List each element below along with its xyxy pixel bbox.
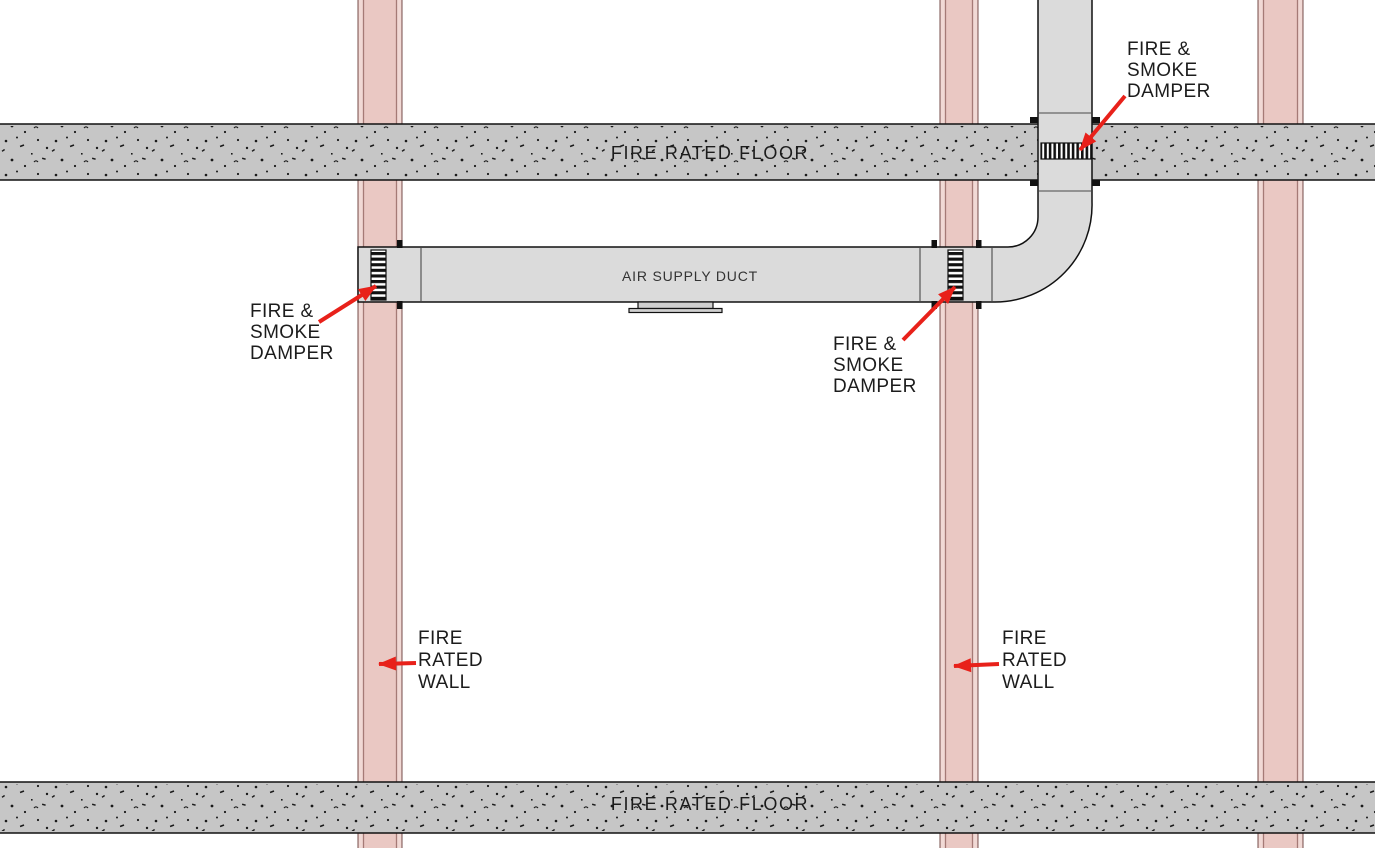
floor-speckle-texture (0, 784, 1375, 831)
label-line: FIRE & (250, 301, 314, 322)
label-line: SMOKE (833, 355, 904, 376)
fire-smoke-dampers (370, 142, 1092, 301)
leader-arrow-wall-left (378, 656, 417, 671)
duct-outlet-plate (628, 307, 723, 314)
wall-edge-strip (972, 0, 977, 848)
label-line: FIRE (418, 628, 463, 649)
label-line: FIRE & (1127, 39, 1191, 60)
label-line: FIRE & (833, 334, 897, 355)
duct-flange-tab (1092, 117, 1100, 123)
label-line: DAMPER (250, 343, 334, 364)
duct-outlet-stub (637, 301, 714, 310)
duct-flange-tab (1030, 117, 1038, 123)
air-supply-duct-label: AIR SUPPLY DUCT (622, 268, 758, 284)
duct-flange-tab (397, 301, 403, 309)
wall-edge-strip (396, 0, 401, 848)
damper-label-middle: FIRE & SMOKE DAMPER (833, 334, 917, 397)
label-line: RATED (418, 650, 483, 671)
label-line: DAMPER (833, 376, 917, 397)
leader-arrow-wall-middle (953, 658, 1000, 673)
fire-smoke-damper-top (1040, 142, 1092, 160)
duct-flange-tab (1092, 180, 1100, 186)
fire-rated-floor-bottom: FIRE RATED FLOOR (0, 781, 1375, 834)
damper-label-left: FIRE & SMOKE DAMPER (250, 301, 334, 364)
duct-flange-tab (976, 240, 982, 248)
label-line: WALL (418, 672, 471, 693)
ductwork: AIR SUPPLY DUCT (357, 0, 1100, 314)
label-line: SMOKE (1127, 60, 1198, 81)
wall-edge-strip (1297, 0, 1302, 848)
wall-edge-strip (941, 0, 946, 848)
duct-flange-tab (397, 240, 403, 248)
fire-smoke-damper-left (370, 249, 387, 301)
wall-label-left: FIRE RATED WALL (418, 628, 483, 693)
duct-flange-tab (931, 301, 937, 309)
leader-arrow-damper-left (317, 284, 378, 324)
floor-speckle-texture (0, 126, 1375, 178)
label-line: SMOKE (250, 322, 321, 343)
duct-flange-tab (931, 240, 937, 248)
label-line: RATED (1002, 650, 1067, 671)
floor-top-label: FIRE RATED FLOOR (611, 143, 809, 163)
wall-edge-strip (359, 0, 364, 848)
duct-flange-tab (1030, 180, 1038, 186)
leader-arrow-damper-top (1078, 94, 1127, 152)
duct-flange-tab (976, 301, 982, 309)
wall-label-middle: FIRE RATED WALL (1002, 628, 1067, 693)
wall-edge-strip (1259, 0, 1264, 848)
label-line: WALL (1002, 672, 1055, 693)
fire-rated-floor-top: FIRE RATED FLOOR (0, 123, 1375, 181)
leader-arrow-damper-middle (901, 285, 957, 342)
fire-rated-floors: FIRE RATED FLOOR FIRE RATED FLOOR (0, 123, 1375, 834)
label-line: DAMPER (1127, 81, 1211, 102)
annotations: FIRE & SMOKE DAMPER FIRE & SMOKE DAMPER … (250, 39, 1211, 693)
label-line: FIRE (1002, 628, 1047, 649)
floor-bottom-label: FIRE RATED FLOOR (611, 794, 809, 814)
air-supply-duct-body (357, 0, 1093, 303)
damper-label-top-right: FIRE & SMOKE DAMPER (1127, 39, 1211, 102)
